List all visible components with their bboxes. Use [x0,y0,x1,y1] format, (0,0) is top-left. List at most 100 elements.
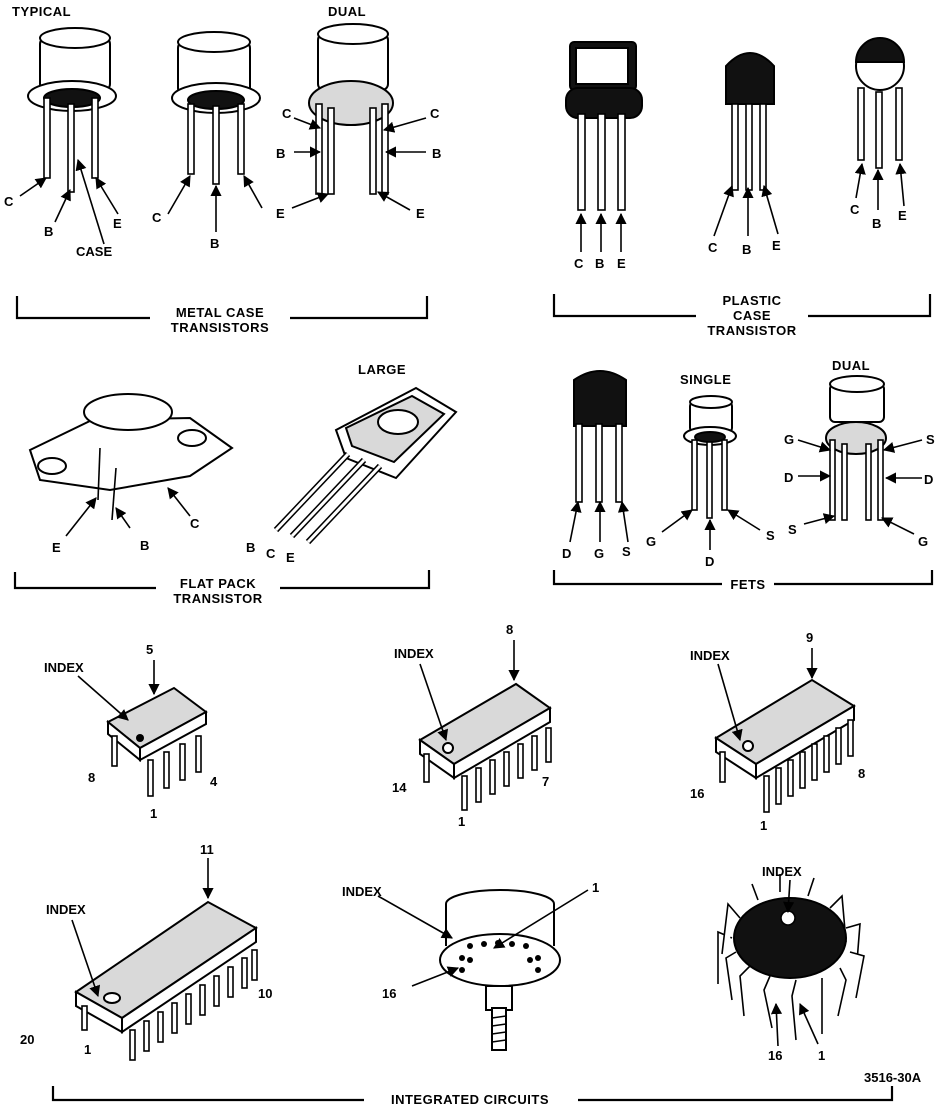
pin-label-16: 16 [690,786,704,801]
pin-label-20: 20 [20,1032,34,1047]
label-index: INDEX [44,660,84,675]
pin-label-14: 14 [392,780,407,795]
metal-transistor-typical [28,28,116,192]
pin-label-s: S [622,544,631,559]
pin-label-8: 8 [88,770,95,785]
pin-label-b: B [595,256,604,271]
pin-label-e: E [416,206,425,221]
pin-label-c: C [4,194,14,209]
pin-label-s: S [788,522,797,537]
label-fet-dual: DUAL [832,358,870,373]
pin-label-e: E [113,216,122,231]
plastic-transistor-to220 [566,42,642,210]
flat-pack-to3-transistor [30,394,232,520]
pin-label-e: E [772,238,781,253]
plastic-case-transistors-group: C B E C B E C B E PLASTIC CASE [554,38,930,338]
pin-label-10: 10 [258,986,272,1001]
ic-dip20 [76,902,257,1060]
pin-label-e: E [286,550,295,565]
pin-label-b: B [432,146,441,161]
label-fet-single: SINGLE [680,372,731,387]
caption-metal-case-line1: METAL CASE [176,305,264,320]
pin-label-g: G [784,432,794,447]
label-metal-dual: DUAL [328,4,366,19]
pin-label-1: 1 [458,814,465,829]
pin-label-s: S [926,432,935,447]
pin-label-d: D [562,546,571,561]
metal-transistor-standard [172,32,260,184]
pin-label-b: B [742,242,751,257]
fet-plastic [574,371,626,502]
pin-label-8: 8 [858,766,865,781]
pin-label-c: C [266,546,276,561]
pin-label-e: E [276,206,285,221]
pin-label-e: E [617,256,626,271]
label-index: INDEX [342,884,382,899]
label-typical: TYPICAL [12,4,71,19]
caption-fets: FETS [730,577,765,592]
ic-dip14 [420,684,551,810]
pin-label-1: 1 [592,880,599,895]
pin-label-1: 1 [818,1048,825,1063]
pin-label-c: C [152,210,162,225]
pin-label-c: C [190,516,200,531]
label-index: INDEX [394,646,434,661]
pin-label-g: G [646,534,656,549]
pin-label-c: C [430,106,440,121]
caption-plastic-line1: PLASTIC [722,293,781,308]
label-index: INDEX [690,648,730,663]
ic-dip8 [108,688,206,796]
plastic-transistor-to92 [726,53,774,190]
pin-label-7: 7 [542,774,549,789]
pin-label-c: C [282,106,292,121]
ic-flat-radial [718,874,864,1040]
pin-label-11: 11 [200,842,214,857]
metal-case-transistors-group: TYPICAL DUAL C B E CASE [4,4,441,335]
pin-label-b: B [140,538,149,553]
pin-label-b: B [246,540,255,555]
caption-flat-pack-line2: TRANSISTOR [173,591,262,606]
pin-label-5: 5 [146,642,153,657]
pin-label-b: B [276,146,285,161]
flat-pack-transistors-group: E B C LARGE B C E FLAT PACK TRANSISTOR [15,362,456,606]
fet-dual-metal [826,376,886,520]
caption-metal-case-line2: TRANSISTORS [171,320,269,335]
figure-id: 3516-30A [864,1070,922,1085]
pin-label-g: G [594,546,604,561]
pin-label-c: C [708,240,718,255]
pin-label-b: B [872,216,881,231]
pin-label-4: 4 [210,774,218,789]
pin-label-16: 16 [768,1048,782,1063]
pin-label-d: D [784,470,793,485]
pin-label-9: 9 [806,630,813,645]
pin-label-d: D [705,554,714,569]
pin-label-g: G [918,534,928,549]
ic-dip16 [716,680,854,812]
pin-label-case: CASE [76,244,112,259]
pin-label-s: S [766,528,775,543]
fets-group: D G S SINGLE G D S DUAL [554,358,935,592]
caption-plastic-line3: TRANSISTOR [707,323,796,338]
caption-integrated-circuits: INTEGRATED CIRCUITS [391,1092,549,1107]
metal-transistor-dual [309,24,393,194]
pin-label-e: E [898,208,907,223]
fet-single-metal [684,396,736,518]
pin-label-1: 1 [760,818,767,833]
flat-pack-large-transistor [276,388,456,542]
pin-label-16: 16 [382,986,396,1001]
plastic-transistor-round [856,38,904,168]
pin-label-8: 8 [506,622,513,637]
pin-label-b: B [44,224,53,239]
pin-label-1: 1 [150,806,157,821]
label-index: INDEX [46,902,86,917]
caption-flat-pack-line1: FLAT PACK [180,576,256,591]
pin-label-b: B [210,236,219,251]
caption-plastic-line2: CASE [733,308,771,323]
label-large: LARGE [358,362,406,377]
ic-metal-can [440,890,560,1050]
pin-label-c: C [850,202,860,217]
label-index: INDEX [762,864,802,879]
pin-label-d: D [924,472,933,487]
integrated-circuits-group: INDEX 5 8 4 1 INDEX 8 14 7 1 [20,622,892,1107]
